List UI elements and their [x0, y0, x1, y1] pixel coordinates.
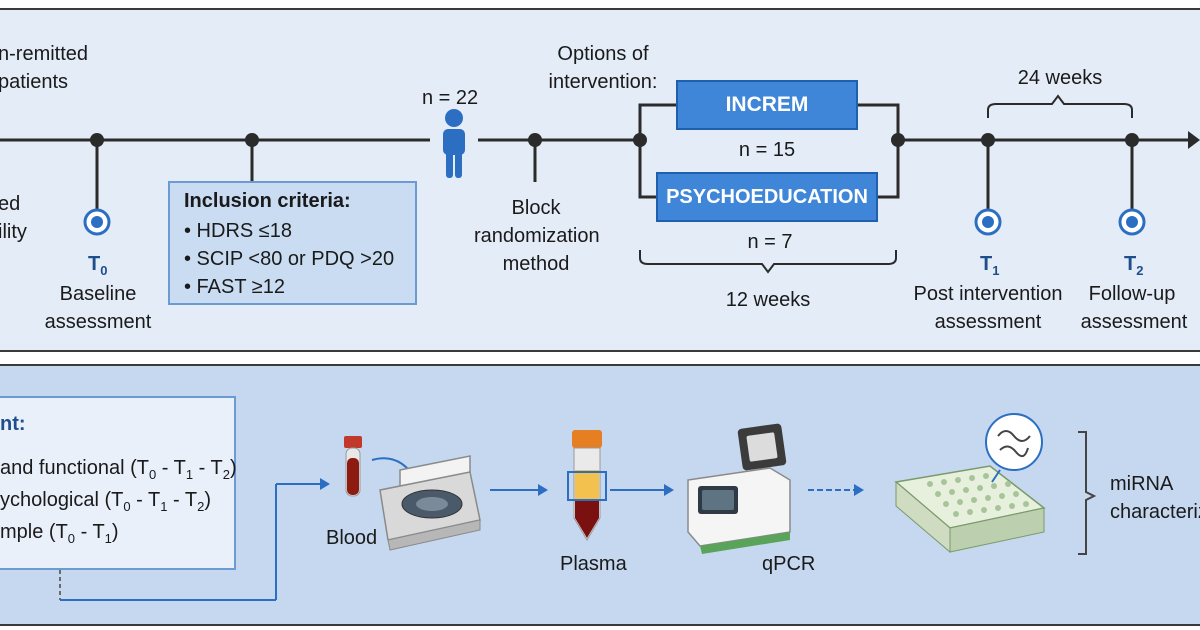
followup-duration: 24 weeks [1017, 67, 1103, 89]
followup-bracket [987, 94, 1133, 118]
timeline-arrowhead [1188, 131, 1200, 149]
magnifier-icon [985, 413, 1043, 483]
assessment-row-1: and functional (T0 - T1 - T2) [0, 457, 237, 482]
timeline-node-split [633, 133, 647, 147]
increm-sample-size: n = 15 [738, 139, 796, 161]
assessment-title: nt: [0, 413, 26, 435]
criteria-item-2: • SCIP <80 or PDQ >20 [184, 248, 395, 270]
total-sample-size: n = 22 [422, 87, 479, 109]
increm-arm-box: INCREM [676, 80, 858, 130]
arrow-to-blood [320, 478, 330, 490]
options-label-line2: intervention: [548, 71, 658, 93]
branch-increm-out [858, 103, 900, 140]
centrifuge-icon [379, 455, 481, 551]
intervention-duration: 12 weeks [725, 289, 811, 311]
assessment-box: nt: and functional (T0 - T1 - T2) ycholo… [0, 396, 237, 570]
t2-label-line2: assessment [1080, 311, 1188, 333]
t1-target-icon [974, 208, 1002, 236]
side-label-line1: ed [0, 193, 21, 215]
t1-label-line1: Post intervention [913, 283, 1063, 305]
plasma-tube-icon [567, 430, 607, 541]
qpcr-machine-icon [687, 423, 791, 554]
well-plate-icon [894, 465, 1046, 554]
psychoeducation-sample-size: n = 7 [747, 231, 793, 253]
psychoeducation-arm-box: PSYCHOEDUCATION [656, 172, 878, 222]
criteria-item-1: • HDRS ≤18 [184, 220, 293, 242]
t0-label-line1: Baseline [59, 283, 137, 305]
result-label-line1: miRNA [1110, 473, 1174, 495]
qpcr-label: qPCR [762, 553, 816, 575]
randomization-line3: method [502, 253, 570, 275]
result-bracket [1078, 431, 1097, 555]
timeline-node-merge [891, 133, 905, 147]
t2-timepoint-label: T2 [1124, 253, 1144, 278]
person-icon [443, 109, 465, 178]
branch-increm-in [638, 103, 676, 140]
randomization-line2: randomization [474, 225, 600, 247]
t1-timepoint-label: T1 [980, 253, 1000, 278]
blood-tube-icon [344, 436, 362, 497]
population-label-line2: patients [0, 71, 69, 93]
intervention-bracket [639, 250, 897, 274]
result-label-line2: characteriz [1110, 501, 1200, 523]
population-label-line1: n-remitted [0, 43, 89, 65]
t1-label-line2: assessment [934, 311, 1042, 333]
randomization-line1: Block [511, 197, 561, 219]
blood-label: Blood [326, 527, 378, 549]
t0-target-icon [83, 208, 111, 236]
plasma-label: Plasma [560, 553, 627, 575]
t2-label-line1: Follow-up [1088, 283, 1176, 305]
t0-timepoint-label: T0 [88, 253, 108, 278]
options-label-line1: Options of [557, 43, 649, 65]
branch-psycho-in [638, 140, 656, 199]
t0-label-line2: assessment [44, 311, 152, 333]
assessment-row-2: ychological (T0 - T1 - T2) [0, 489, 212, 514]
criteria-title: Inclusion criteria: [184, 190, 351, 212]
criteria-item-3: • FAST ≥12 [184, 276, 285, 298]
side-label-line2: ility [0, 221, 27, 243]
inclusion-criteria-box: Inclusion criteria: • HDRS ≤18 • SCIP <8… [168, 181, 417, 305]
t2-target-icon [1118, 208, 1146, 236]
assessment-row-3: mple (T0 - T1) [0, 521, 119, 546]
branch-psycho-out [878, 140, 900, 199]
